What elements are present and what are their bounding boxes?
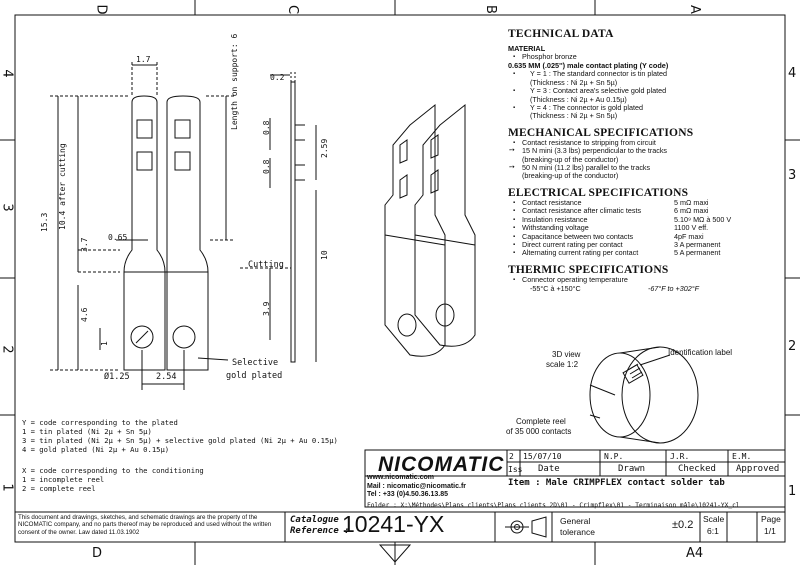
scale-value: 6:1: [707, 526, 719, 536]
nicomatic-logo: NICOMATIC: [378, 453, 505, 476]
format-label: A4: [686, 546, 704, 561]
identification-label: Identification label: [668, 348, 733, 357]
scale-label-tb: Scale: [703, 514, 725, 524]
mech-item-3: 50 N mini (11.2 lbs) parallel to the tra…: [508, 163, 783, 173]
gold-plated-label: gold plated: [226, 371, 283, 381]
elec-row: Contact resistance after climatic tests6…: [508, 206, 783, 216]
code-line: 1 = tin plated (Ni 2µ + Sn 5µ): [22, 427, 152, 436]
mechanical-title: MECHANICAL SPECIFICATIONS: [508, 126, 694, 139]
legal-notice: This document and drawings, sketches, an…: [18, 514, 272, 536]
general-tolerance-l1: General: [560, 516, 591, 526]
tel-text: Tel : +33 (0)4.50.36.13.85: [367, 491, 449, 499]
complete-reel-label: Complete reel: [516, 417, 566, 426]
code-line: Y = code corresponding to the plated: [22, 418, 178, 427]
thermic-title: THERMIC SPECIFICATIONS: [508, 263, 669, 276]
view3d-label: 3D view: [552, 350, 581, 359]
mail-text: Mail : nicomatic@nicomatic.fr: [367, 482, 467, 490]
dim-width-top: 1.7: [136, 55, 151, 64]
zone-number-4-right: 4: [788, 66, 797, 81]
thermic-item: Connector operating temperature: [508, 275, 783, 285]
plating-item-3: Y = 3 : Contact area's selective gold pl…: [508, 87, 783, 104]
general-tolerance-l2: tolerance: [560, 527, 595, 537]
mech-item-2: (breaking-up of the conductor): [522, 154, 619, 164]
front-view-drawing: [50, 62, 234, 390]
elec-row: Alternating current rating per contact5 …: [508, 248, 783, 258]
header-checked: Checked: [678, 464, 716, 474]
dim-0-65: 0.65: [108, 233, 128, 242]
plating-item-4: Y = 4 : The connector is gold plated(Thi…: [508, 103, 783, 121]
scale-label: scale 1:2: [546, 360, 579, 369]
header-iss: Iss: [508, 465, 523, 474]
selective-label: Selective: [232, 358, 279, 368]
rev-approved: E.M.: [732, 452, 752, 461]
tolerance-value: ±0.2: [672, 519, 694, 531]
reel-drawing: [589, 346, 699, 444]
header-date: Date: [538, 464, 560, 474]
header-approved: Approved: [736, 464, 780, 474]
plated-code-notes: Y = code corresponding to the plated 1 =…: [22, 418, 338, 454]
perspective-view-drawing: [384, 103, 476, 357]
mech-item-0: Contact resistance to stripping from cir…: [508, 138, 783, 148]
rev-date: 15/07/10: [523, 452, 562, 461]
header-drawn: Drawn: [618, 464, 646, 474]
dim-thickness: 0.2: [270, 73, 285, 82]
page-value: 1/1: [764, 526, 776, 536]
contact-info: www.nicomatic.com Mail : nicomatic@nicom…: [367, 474, 466, 500]
reel-count-label: of 35 000 contacts: [506, 427, 572, 436]
rev-drawn: N.P.: [604, 452, 624, 461]
material-item: Phosphor bronze: [508, 52, 783, 62]
rev-checked: J.R.: [670, 452, 690, 461]
reference-label: Reference :: [290, 526, 350, 536]
mech-item-1: 15 N mini (3.3 lbs) perpendicular to the…: [508, 146, 783, 156]
code-line: 3 = tin plated (Ni 2µ + Sn 5µ) + selecti…: [22, 436, 338, 445]
zone-letter-d-bottom: D: [92, 546, 103, 561]
side-view-drawing: [240, 72, 317, 363]
material-heading: MATERIAL: [508, 44, 546, 53]
dim-pitch: 2.54: [156, 372, 177, 382]
zone-number-1-right: 1: [788, 484, 797, 499]
technical-title: TECHNICAL DATA: [508, 28, 614, 40]
thermic-range: -55°C à +150°C -67°F to +302°F: [530, 284, 699, 294]
folder-path: Folder : X:\Méthodes\Plans clients\Plans…: [367, 502, 740, 509]
item-description: Item : Male CRIMPFLEX contact solder tab: [508, 478, 725, 488]
dim-hole: Ø1.25: [104, 372, 130, 382]
conditioning-code-notes: X = code corresponding to the conditioni…: [22, 466, 204, 493]
reference-number: 10241-YX: [342, 511, 445, 537]
code-line: 1 = incomplete reel: [22, 475, 105, 484]
rev-number: 2: [509, 452, 514, 461]
technical-data-section: TECHNICAL DATA MATERIAL Phosphor bronze …: [508, 28, 783, 293]
website-text: www.nicomatic.com: [367, 474, 435, 481]
catalogue-label: Catalogue: [290, 515, 339, 525]
mech-item-4: (breaking-up of the conductor): [522, 171, 619, 181]
plating-heading: 0.635 MM (.025'') male contact plating (…: [508, 61, 669, 71]
electrical-title: ELECTRICAL SPECIFICATIONS: [508, 186, 689, 199]
cutting-label: Cutting: [248, 260, 284, 270]
zone-number-3-right: 3: [788, 168, 797, 183]
code-line: 2 = complete reel: [22, 484, 96, 493]
zone-number-2-right: 2: [788, 339, 797, 354]
page-label: Page: [761, 514, 781, 524]
plating-item-1: Y = 1 : The standard connector is tin pl…: [508, 70, 783, 87]
code-line: X = code corresponding to the conditioni…: [22, 466, 204, 475]
code-line: 4 = gold plated (Ni 2µ + Au 0.15µ): [22, 445, 170, 454]
